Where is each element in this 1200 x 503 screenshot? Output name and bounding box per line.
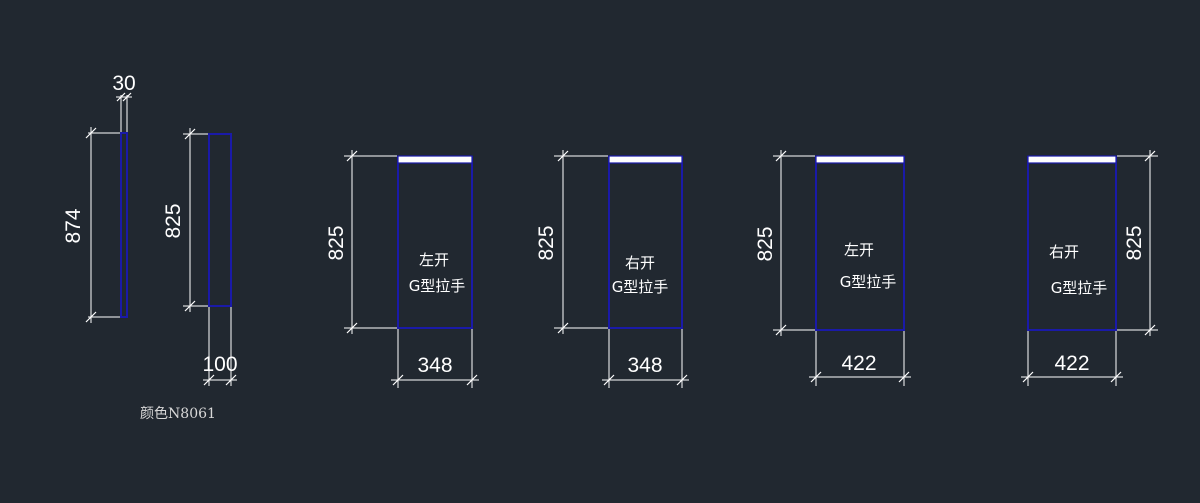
door-2-handle-bar [608, 155, 683, 164]
door-1: 825 348 左开 G型拉手 [325, 150, 479, 388]
color-caption: 颜色N8061 [140, 405, 216, 422]
door-1-side-label: 左开 [419, 251, 449, 269]
thick-height-dimension: 825 [162, 203, 185, 238]
thin-width-dimension: 30 [112, 72, 135, 95]
door-4: 825 422 右开 G型拉手 [1021, 150, 1158, 386]
door-1-outline [397, 156, 473, 329]
door-3-width-dimension: 422 [841, 352, 876, 375]
door-2-side-label: 右开 [625, 254, 655, 272]
door-2-width-dimension: 348 [627, 354, 662, 377]
door-4-side-label: 右开 [1049, 243, 1079, 261]
door-1-handle-bar [397, 155, 473, 164]
door-3-handle-label: G型拉手 [840, 273, 897, 291]
thick-width-dimension: 100 [202, 353, 237, 376]
door-4-handle-label: G型拉手 [1051, 279, 1108, 297]
side-view-thick: 825 100 [162, 128, 238, 386]
thin-height-dimension: 874 [62, 208, 85, 243]
door-2: 825 348 右开 G型拉手 [535, 150, 689, 388]
door-2-handle-label: G型拉手 [612, 278, 669, 296]
thick-panel-outline [208, 133, 232, 307]
door-3: 825 422 左开 G型拉手 [754, 150, 911, 386]
door-1-handle-label: G型拉手 [409, 277, 466, 295]
door-3-side-label: 左开 [844, 241, 874, 259]
door-1-width-dimension: 348 [417, 354, 452, 377]
side-view-thin: 874 30 [62, 72, 136, 323]
door-4-handle-bar [1027, 155, 1117, 164]
door-3-handle-bar [815, 155, 905, 164]
door-2-outline [608, 156, 683, 329]
door-2-height-dimension: 825 [535, 225, 558, 260]
door-4-width-dimension: 422 [1054, 352, 1089, 375]
door-1-height-dimension: 825 [325, 225, 348, 260]
thin-panel-outline [120, 132, 128, 318]
door-3-height-dimension: 825 [754, 226, 777, 261]
door-4-height-dimension: 825 [1123, 225, 1146, 260]
